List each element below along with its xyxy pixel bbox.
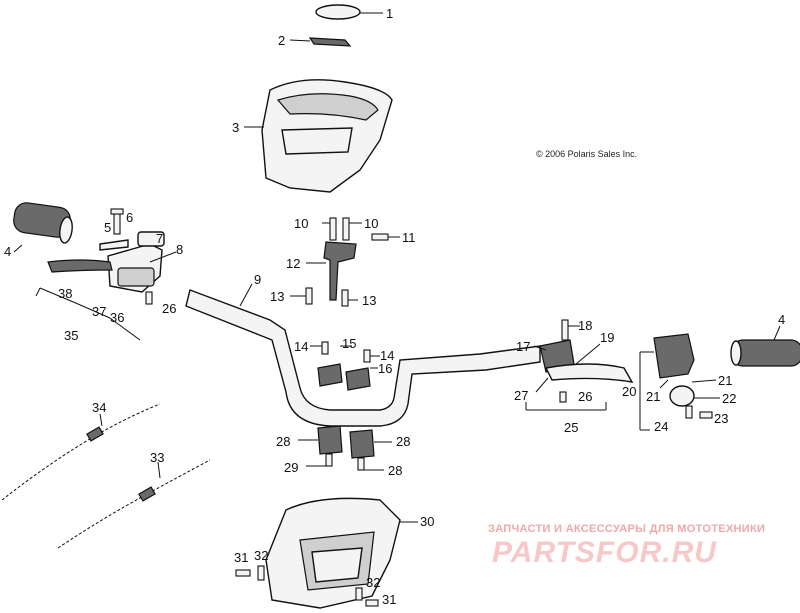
callout-15: 15 <box>342 336 356 351</box>
callout-14-right: 14 <box>380 348 394 363</box>
callout-24: 24 <box>654 419 668 434</box>
callout-32-left: 32 <box>254 548 268 563</box>
callout-32-right: 32 <box>366 575 380 590</box>
part-34-cable <box>1 403 161 501</box>
callout-26-left: 26 <box>162 301 176 316</box>
callout-3: 3 <box>232 120 239 135</box>
callout-labels: 1 2 3 4 4 5 6 7 8 9 10 10 11 12 13 13 14… <box>4 6 785 607</box>
callout-26-right: 26 <box>578 389 592 404</box>
upper-clamps <box>310 341 380 391</box>
callout-38: 38 <box>58 286 72 301</box>
right-throttle-assembly <box>525 319 634 411</box>
part-30-lower-pod <box>235 497 418 609</box>
callout-27: 27 <box>514 388 528 403</box>
callout-33: 33 <box>150 450 164 465</box>
callout-21-right: 21 <box>718 373 732 388</box>
callout-17: 17 <box>516 339 530 354</box>
lower-clamps <box>298 425 392 471</box>
callout-28-right: 28 <box>396 434 410 449</box>
callout-31-right: 31 <box>382 592 396 607</box>
watermark-tagline: ЗАПЧАСТИ И АКСЕССУАРЫ ДЛЯ МОТОТЕХНИКИ <box>488 523 765 535</box>
callout-18: 18 <box>578 318 592 333</box>
callout-23: 23 <box>714 411 728 426</box>
callout-20: 20 <box>622 384 636 399</box>
callout-1: 1 <box>386 6 393 21</box>
watermark: ЗАПЧАСТИ И АКСЕССУАРЫ ДЛЯ МОТОТЕХНИКИ PA… <box>488 523 765 569</box>
callout-6: 6 <box>126 210 133 225</box>
callout-28-lower: 28 <box>388 463 402 478</box>
callout-25: 25 <box>564 420 578 435</box>
callout-14-left: 14 <box>294 339 308 354</box>
callout-12: 12 <box>286 256 300 271</box>
callout-21-left: 21 <box>646 389 660 404</box>
callout-4-right: 4 <box>778 312 785 327</box>
part-1-cap-lens <box>315 4 383 20</box>
callout-4-left: 4 <box>4 244 11 259</box>
callout-37: 37 <box>92 304 106 319</box>
part-2-badge <box>289 37 352 47</box>
callout-10-right: 10 <box>364 216 378 231</box>
callout-13-right: 13 <box>362 293 376 308</box>
callout-11: 11 <box>402 230 416 245</box>
callout-2: 2 <box>278 33 285 48</box>
right-switch-housing <box>639 333 720 431</box>
callout-31-left: 31 <box>234 550 248 565</box>
callout-9: 9 <box>254 272 261 287</box>
callout-16: 16 <box>378 361 392 376</box>
callout-30: 30 <box>420 514 434 529</box>
callout-35: 35 <box>64 328 78 343</box>
part-12-riser-bracket <box>290 217 400 307</box>
callout-13-left: 13 <box>270 289 284 304</box>
callout-7: 7 <box>156 231 163 246</box>
callout-5: 5 <box>104 220 111 235</box>
part-9-handlebar <box>185 283 541 427</box>
part-4-left-grip <box>13 202 73 253</box>
part-4-right-grip <box>730 325 800 367</box>
part-33-cable <box>57 459 211 549</box>
callout-19: 19 <box>600 330 614 345</box>
callout-10-left: 10 <box>294 216 308 231</box>
part-3-upper-pod-cover <box>244 79 393 193</box>
callout-22: 22 <box>722 391 736 406</box>
callout-36: 36 <box>110 310 124 325</box>
left-brake-assembly <box>35 208 177 341</box>
callout-29: 29 <box>284 460 298 475</box>
watermark-logo: PARTSFOR.RU <box>492 536 717 569</box>
callout-34: 34 <box>92 400 106 415</box>
callout-28-left: 28 <box>276 434 290 449</box>
callout-8: 8 <box>176 242 183 257</box>
copyright-notice: © 2006 Polaris Sales Inc. <box>536 149 637 159</box>
